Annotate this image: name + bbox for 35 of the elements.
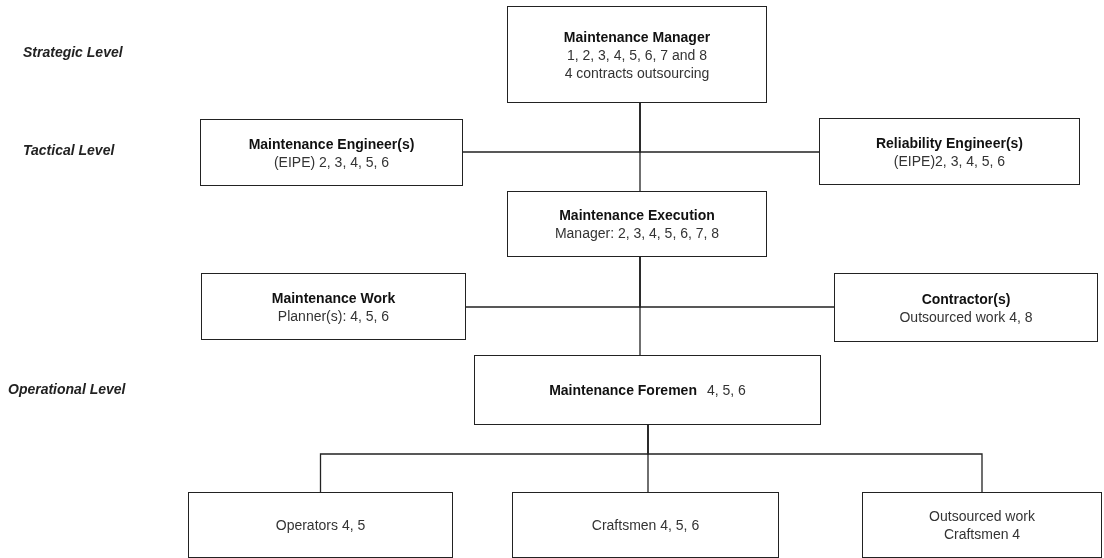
connector-line bbox=[647, 424, 983, 493]
role-title: Contractor(s) bbox=[921, 290, 1011, 307]
role-detail: (EIPE) 2, 3, 4, 5, 6 bbox=[273, 153, 390, 170]
role-title: Reliability Engineer(s) bbox=[875, 134, 1023, 151]
connector-line bbox=[639, 102, 641, 192]
role-detail: 4, 5, 6 bbox=[706, 382, 746, 398]
role-detail: (EIPE)2, 3, 4, 5, 6 bbox=[893, 152, 1006, 169]
role-detail: Manager: 2, 3, 4, 5, 6, 7, 8 bbox=[554, 225, 720, 241]
org-box bbox=[862, 492, 1102, 558]
org-box bbox=[819, 118, 1080, 185]
org-box bbox=[188, 492, 453, 558]
level-label: Strategic Level bbox=[23, 44, 123, 60]
org-box bbox=[474, 355, 821, 425]
connector-line bbox=[639, 256, 641, 356]
role-detail: 4 contracts outsourcing bbox=[564, 64, 710, 81]
role-title: Maintenance Engineer(s) bbox=[248, 135, 415, 152]
role-title: Maintenance Work bbox=[271, 289, 396, 306]
org-box bbox=[200, 119, 463, 186]
level-label: Tactical Level bbox=[23, 142, 115, 158]
org-box bbox=[834, 273, 1098, 342]
role-detail: Planner(s): 4, 5, 6 bbox=[277, 307, 390, 324]
role-detail: 1, 2, 3, 4, 5, 6, 7 and 8 bbox=[566, 46, 708, 63]
org-box bbox=[512, 492, 779, 558]
role-detail: Craftsmen 4 bbox=[943, 526, 1021, 542]
role-detail: Outsourced work 4, 8 bbox=[899, 308, 1033, 325]
role-title: Maintenance Foremen bbox=[549, 382, 697, 398]
org-box bbox=[507, 191, 767, 257]
role-title: Maintenance Manager bbox=[563, 28, 711, 45]
org-box bbox=[201, 273, 466, 340]
role-detail: Operators 4, 5 bbox=[275, 517, 366, 533]
org-box bbox=[507, 6, 767, 103]
role-title: Maintenance Execution bbox=[559, 207, 715, 223]
role-detail: Craftsmen 4, 5, 6 bbox=[591, 517, 700, 533]
role-detail: Outsourced work bbox=[929, 508, 1035, 524]
level-label: Operational Level bbox=[8, 381, 126, 397]
